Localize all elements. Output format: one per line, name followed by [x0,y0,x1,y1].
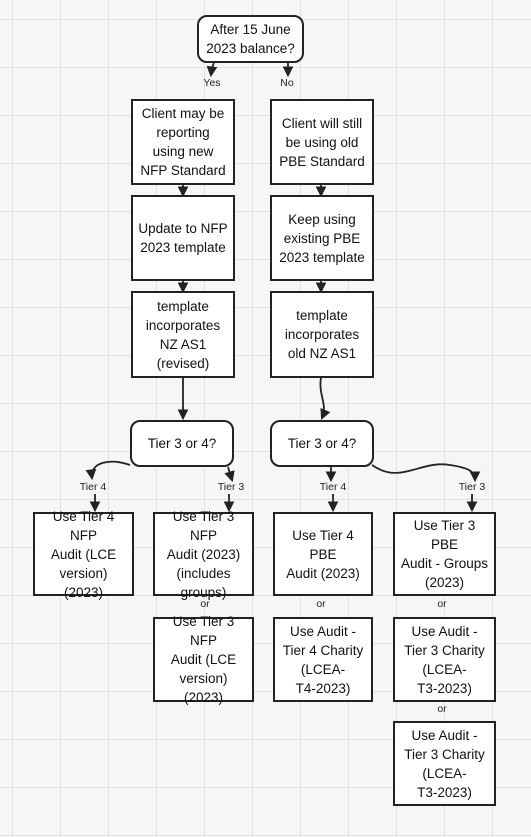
label-tier4-right: Tier 4 [319,481,347,493]
box-tier3-nfp-audit-lce: Use Tier 3 NFP Audit (LCE version) (2023… [153,614,254,705]
arrow-oldas1-to-tier-right [319,377,331,420]
label-yes: Yes [203,77,221,89]
arrow-start-to-yes [206,62,218,78]
box-nz-as1-revised: template incorporates NZ AS1 (revised) [131,291,235,378]
box-tier3-nfp-audit-groups: Use Tier 3 NFP Audit (2023) (includes gr… [153,509,254,600]
box-tier4-nfp-audit: Use Tier 4 NFP Audit (LCE version) (2023… [33,509,134,600]
arrow-tier-right-to-t3 [371,463,481,483]
label-tier3-right: Tier 3 [458,481,486,493]
label-or-4: or [437,703,447,715]
label-or-1: or [200,598,210,610]
box-tier3-pbe-audit-groups: Use Tier 3 PBE Audit - Groups (2023) [393,512,496,596]
box-tier4-charity-audit: Use Audit - Tier 4 Charity (LCEA- T4-202… [273,617,373,702]
box-tier3-charity-audit-b: Use Audit - Tier 3 Charity (LCEA- T3-202… [393,721,496,806]
label-no: No [280,77,294,89]
label-or-3: or [437,598,447,610]
decision-start: After 15 June 2023 balance? [197,15,304,63]
decision-tier-right: Tier 3 or 4? [270,420,374,467]
label-tier4-left: Tier 4 [79,481,107,493]
box-nz-as1-old: template incorporates old NZ AS1 [270,291,374,378]
box-tier4-pbe-audit: Use Tier 4 PBE Audit (2023) [273,512,373,596]
box-old-pbe-standard: Client will still be using old PBE Stand… [270,99,374,185]
arrow-tier-left-to-t3 [224,466,235,483]
arrow-tier-left-to-t4 [85,460,131,481]
box-new-nfp-standard: Client may be reporting using new NFP St… [131,99,235,185]
label-tier3-left: Tier 3 [217,481,245,493]
decision-tier-left: Tier 3 or 4? [130,420,234,467]
label-or-2: or [316,598,326,610]
box-tier3-charity-audit-a: Use Audit - Tier 3 Charity (LCEA- T3-202… [393,617,496,702]
box-update-nfp-template: Update to NFP 2023 template [131,195,235,281]
box-keep-pbe-template: Keep using existing PBE 2023 template [270,195,374,281]
